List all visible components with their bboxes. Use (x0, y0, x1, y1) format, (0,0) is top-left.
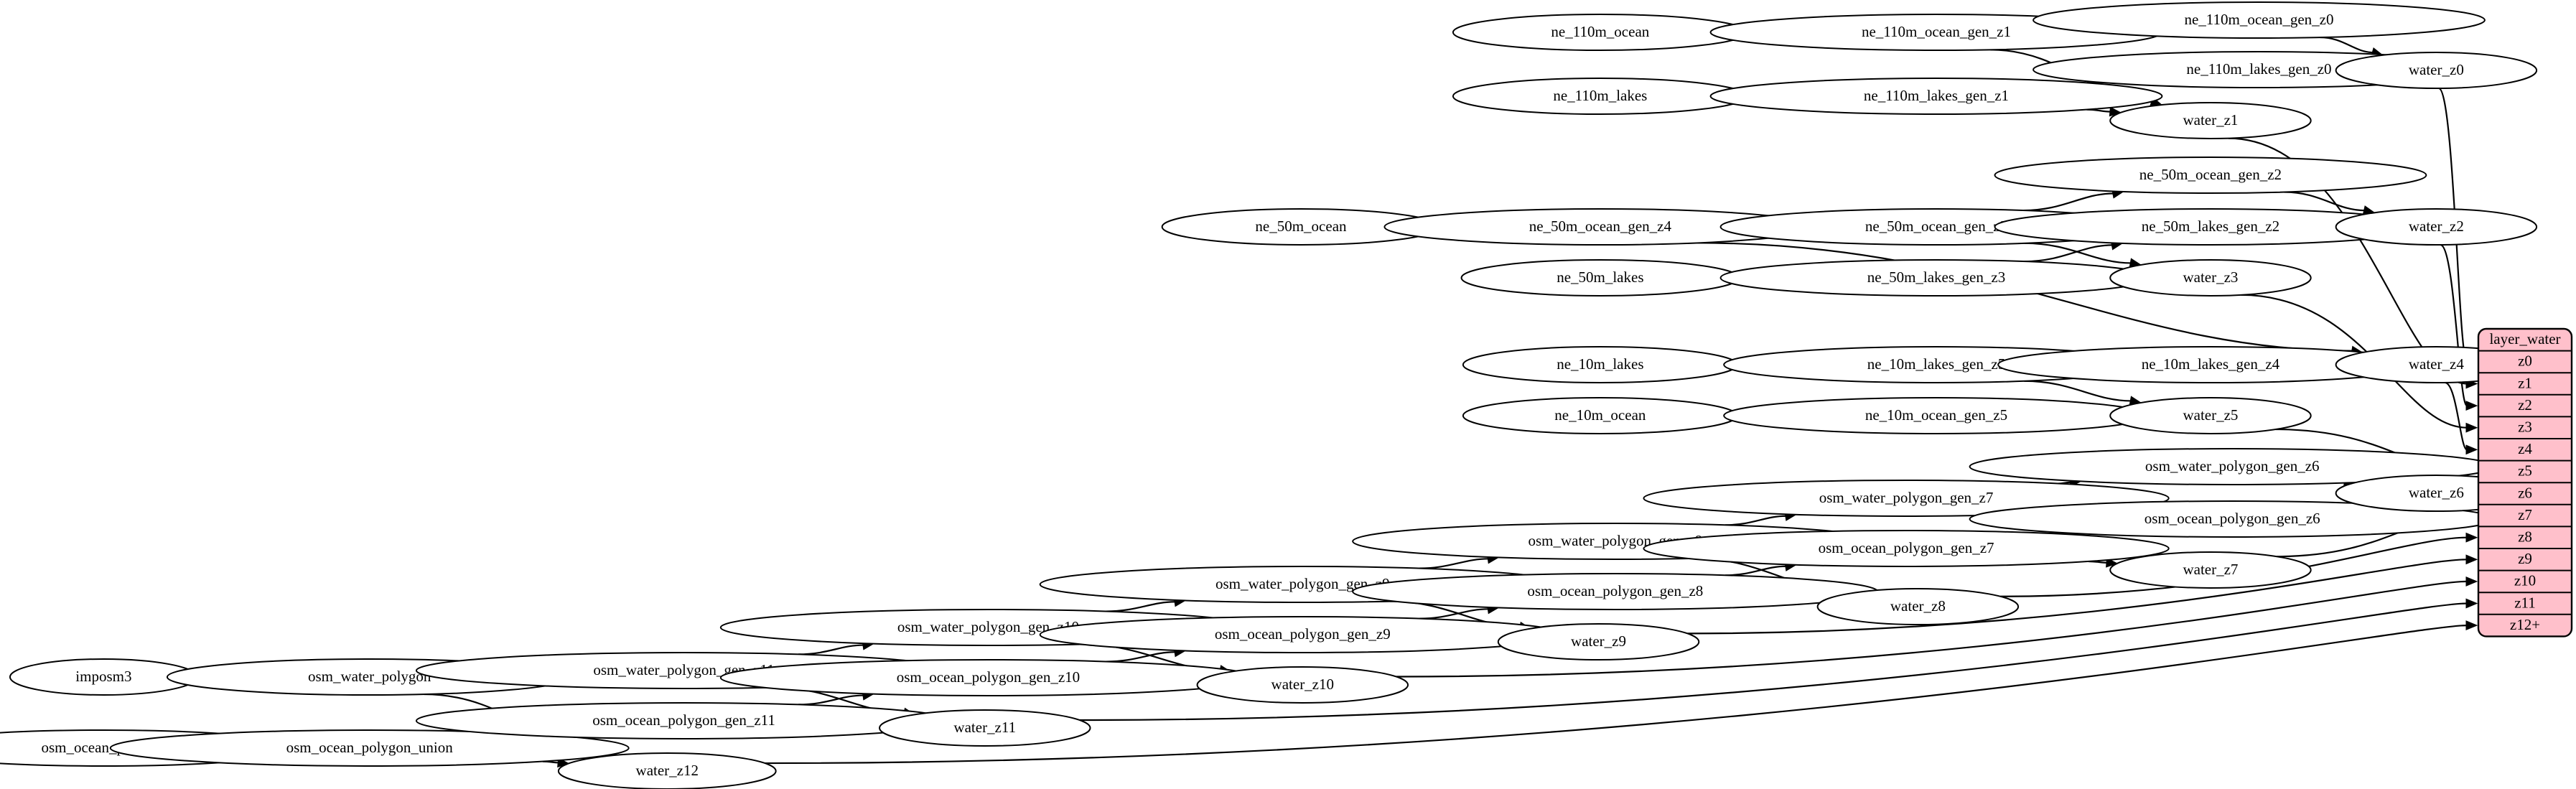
node-water_z0[interactable]: water_z0 (2335, 52, 2538, 89)
node-ne_10m_lakes[interactable]: ne_10m_lakes (1462, 346, 1738, 383)
node-water_z3[interactable]: water_z3 (2109, 259, 2312, 297)
edge-ne_50m_ocean_gen_z3-to-ne_50m_ocean_gen_z2 (2023, 188, 2124, 212)
edge-line (1725, 515, 1786, 526)
node-water_z11[interactable]: water_z11 (879, 709, 1091, 747)
edge-water_z12-to-z12+ (765, 620, 2478, 765)
node-shape (1497, 623, 1700, 660)
node-water_z12[interactable]: water_z12 (557, 752, 777, 789)
node-shape (2109, 102, 2312, 139)
edge-line (1687, 559, 2468, 635)
edge-line (2024, 380, 2132, 402)
edge-line (2024, 244, 2113, 263)
node-shape (1352, 573, 1879, 610)
node-ne_10m_ocean[interactable]: ne_10m_ocean (1462, 397, 1738, 434)
edge-ne_50m_ocean_gen_z4-to-water_z4 (1697, 242, 2363, 356)
edge-line (1697, 242, 2353, 352)
edge-water_z11-to-z11 (1079, 598, 2478, 722)
node-shape (1994, 157, 2427, 194)
node-ne_110m_ocean_gen_z0[interactable]: ne_110m_ocean_gen_z0 (2033, 1, 2486, 39)
node-water_z7[interactable]: water_z7 (2109, 551, 2312, 589)
edge-line (1396, 580, 2468, 678)
node-shape (1460, 259, 1740, 297)
edge-arrowhead (2465, 554, 2478, 565)
edge-line (2444, 381, 2468, 451)
edge-line (2284, 191, 2365, 212)
edge-line (798, 644, 864, 655)
node-shape (2109, 397, 2312, 434)
edge-line (2023, 192, 2114, 212)
record-node-layer: layer_waterz0z1z2z3z4z5z6z7z8z9z10z11z12… (2477, 327, 2573, 638)
edge-line (765, 625, 2468, 765)
node-shape (1452, 78, 1748, 115)
node-shape (1196, 666, 1409, 704)
node-shape (719, 659, 1257, 696)
node-osm_ocean_polygon_gen_z8[interactable]: osm_ocean_polygon_gen_z8 (1352, 573, 1879, 610)
edge-line (2440, 243, 2468, 407)
edge-line (1419, 608, 1489, 620)
edge-line (1419, 558, 1489, 569)
node-ne_50m_ocean_gen_z2[interactable]: ne_50m_ocean_gen_z2 (1994, 157, 2427, 194)
node-shape (415, 702, 953, 739)
node-osm_ocean_polygon_gen_z10[interactable]: osm_ocean_polygon_gen_z10 (719, 659, 1257, 696)
node-shape (1719, 259, 2153, 297)
node-water_z1[interactable]: water_z1 (2109, 102, 2312, 139)
node-shape (109, 729, 630, 767)
node-shape (557, 752, 777, 789)
node-shape (1462, 346, 1738, 383)
node-ne_50m_lakes_gen_z3[interactable]: ne_50m_lakes_gen_z3 (1719, 259, 2153, 297)
node-shape (2335, 208, 2538, 246)
node-ne_110m_lakes_gen_z1[interactable]: ne_110m_lakes_gen_z1 (1709, 78, 2163, 115)
edge-water_z9-to-z9 (1687, 554, 2478, 635)
edge-arrowhead (2465, 532, 2478, 543)
edge-line (1106, 601, 1176, 612)
record-node-layer-water[interactable]: layer_waterz0z1z2z3z4z5z6z7z8z9z10z11z12… (2477, 327, 2573, 638)
node-water_z2[interactable]: water_z2 (2335, 208, 2538, 246)
node-shape (1643, 530, 2170, 567)
node-shape (1816, 588, 2020, 625)
node-shape (879, 709, 1091, 747)
edge-arrowhead (2465, 598, 2478, 609)
node-water_z5[interactable]: water_z5 (2109, 397, 2312, 434)
node-osm_ocean_polygon_gen_z9[interactable]: osm_ocean_polygon_gen_z9 (1039, 616, 1566, 653)
edge-line (2320, 36, 2374, 54)
edge-water_z10-to-z10 (1396, 576, 2478, 678)
node-shape (2109, 259, 2312, 297)
edge-arrowhead (2465, 401, 2478, 411)
node-osm_ocean_polygon_gen_z7[interactable]: osm_ocean_polygon_gen_z7 (1643, 530, 2170, 567)
edge-arrowhead (2465, 576, 2478, 587)
node-ne_110m_lakes[interactable]: ne_110m_lakes (1452, 78, 1748, 115)
edge-arrowhead (2465, 444, 2478, 455)
node-water_z9[interactable]: water_z9 (1497, 623, 1700, 660)
node-ne_110m_ocean[interactable]: ne_110m_ocean (1452, 14, 1748, 51)
node-water_z10[interactable]: water_z10 (1196, 666, 1409, 704)
node-water_z8[interactable]: water_z8 (1816, 588, 2020, 625)
edge-water_z4-to-z4 (2444, 381, 2478, 455)
node-ne_10m_ocean_gen_z5[interactable]: ne_10m_ocean_gen_z5 (1723, 397, 2150, 434)
node-shape (2033, 1, 2486, 39)
edge-line (2024, 242, 2132, 264)
node-shape (1709, 78, 2163, 115)
node-shape (2109, 551, 2312, 589)
node-osm_ocean_polygon_gen_z11[interactable]: osm_ocean_polygon_gen_z11 (415, 702, 953, 739)
node-shape (1039, 616, 1566, 653)
edge-arrowhead (2465, 620, 2478, 631)
edge-line (1079, 602, 2468, 722)
node-shape (1462, 397, 1738, 434)
node-ne_50m_lakes[interactable]: ne_50m_lakes (1460, 259, 1740, 297)
edge-arrowhead (2465, 422, 2478, 433)
node-shape (1452, 14, 1748, 51)
edge-water_z2-to-z2 (2440, 243, 2478, 411)
node-shape (2335, 52, 2538, 89)
node-shape (1723, 397, 2150, 434)
